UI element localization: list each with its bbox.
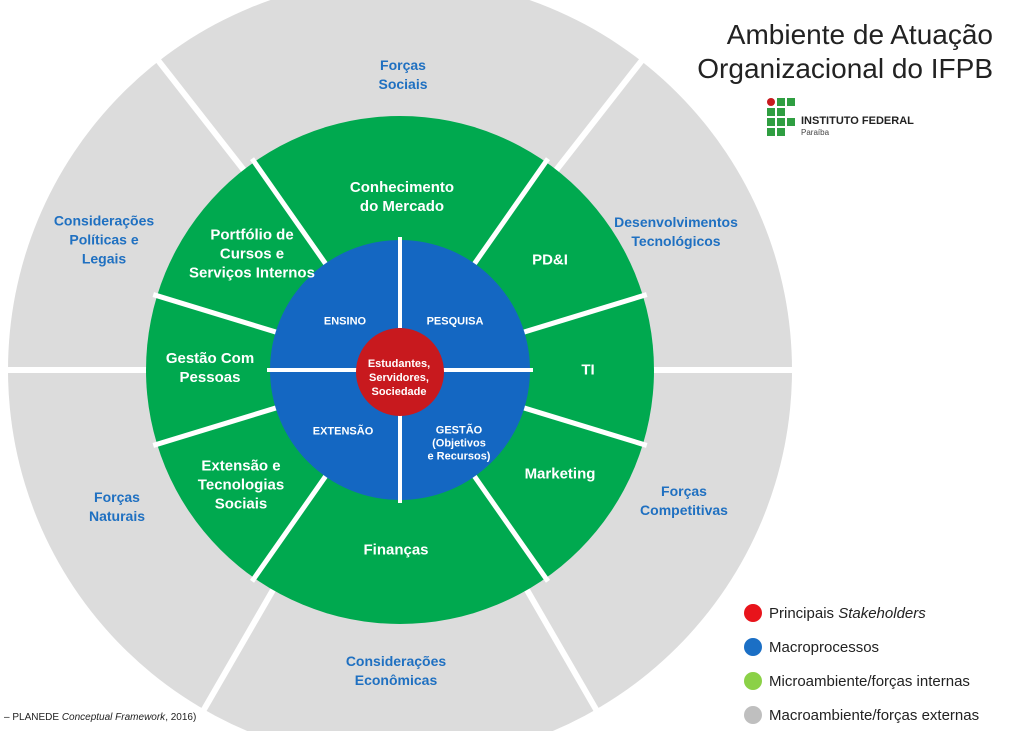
outer-divider bbox=[151, 52, 249, 175]
legend: Principais Stakeholders Macroprocessos M… bbox=[744, 601, 1014, 737]
citation: – PLANEDE Conceptual Framework, 2016) bbox=[4, 712, 196, 723]
center-label-line: Sociedade bbox=[371, 386, 426, 398]
logo-name: INSTITUTO FEDERAL bbox=[801, 115, 914, 127]
outer-divider bbox=[197, 585, 278, 718]
green-divider bbox=[249, 473, 329, 583]
green-segment-label-line: Cursos e bbox=[220, 246, 284, 263]
legend-item-microenvironment: Microambiente/forças internas bbox=[744, 669, 1014, 693]
outer-segment-label-line: Competitivas bbox=[640, 502, 728, 518]
legend-label-italic: Stakeholders bbox=[838, 604, 926, 622]
legend-item-macroenvironment: Macroambiente/forças externas bbox=[744, 703, 1014, 727]
citation-italic: Conceptual Framework bbox=[61, 712, 166, 723]
blue-dot-icon bbox=[744, 638, 762, 656]
green-segment-label-line: Marketing bbox=[525, 466, 596, 483]
green-segment-label-line: Serviços Internos bbox=[189, 265, 315, 282]
blue-segment-label-line: EXTENSÃO bbox=[313, 425, 374, 438]
blue-ring-dividers bbox=[267, 237, 533, 503]
green-segment-label-line: Conhecimento bbox=[350, 179, 454, 196]
green-segment-label: Conhecimento do Mercado bbox=[350, 179, 454, 215]
blue-segment-label-line: (Objetivos bbox=[432, 438, 486, 450]
green-divider bbox=[471, 157, 551, 267]
green-segment-label-line: Portfólio de bbox=[210, 227, 293, 244]
logo-subtitle: Paraíba bbox=[801, 128, 830, 137]
green-segment-label-line: PD&I bbox=[532, 252, 568, 269]
outer-segment-label-line: Forças bbox=[661, 483, 707, 499]
center-label-line: Estudantes, bbox=[368, 358, 430, 370]
blue-segment-label-line: ENSINO bbox=[324, 316, 367, 328]
green-segment-label: PD&I bbox=[532, 252, 568, 269]
blue-segment-label-line: GESTÃO bbox=[436, 424, 483, 437]
blue-segment-label: EXTENSÃO bbox=[313, 425, 374, 438]
green-segment-label-line: TI bbox=[581, 362, 594, 379]
outer-segment-label-line: Sociais bbox=[378, 76, 427, 92]
blue-segment-label-line: e Recursos) bbox=[428, 451, 491, 463]
green-divider bbox=[152, 292, 279, 335]
green-segment-label: Marketing bbox=[525, 466, 596, 483]
title-line-1: Ambiente de Atuação bbox=[726, 19, 993, 50]
citation-prefix: – PLANEDE bbox=[4, 712, 62, 723]
outer-segment-label-line: Considerações bbox=[346, 653, 447, 669]
green-segment-label-line: Extensão e bbox=[201, 458, 280, 475]
outer-segment-label-line: Forças bbox=[380, 57, 426, 73]
outer-segment-label-line: Tecnológicos bbox=[631, 233, 720, 249]
blue-segment-label-line: PESQUISA bbox=[427, 316, 484, 328]
center-label-line: Servidores, bbox=[369, 372, 429, 384]
green-segment-label-line: Finanças bbox=[363, 542, 428, 559]
legend-label: Microambiente/forças internas bbox=[769, 672, 970, 690]
green-divider bbox=[521, 405, 648, 448]
outer-ring-dividers bbox=[0, 52, 800, 718]
title-line-2: Organizacional do IFPB bbox=[697, 53, 993, 84]
legend-label: Macroprocessos bbox=[769, 638, 880, 656]
outer-segment-label-line: Econômicas bbox=[355, 672, 438, 688]
outer-segment-label-line: Legais bbox=[82, 251, 127, 267]
green-divider bbox=[152, 405, 279, 448]
center-stakeholders bbox=[356, 328, 444, 416]
green-segment-label-line: do Mercado bbox=[360, 198, 444, 215]
green-segment-label-line: Sociais bbox=[215, 496, 268, 513]
legend-item-stakeholders: Principais Stakeholders bbox=[744, 601, 1014, 625]
outer-divider bbox=[551, 52, 649, 175]
green-dot-icon bbox=[744, 672, 762, 690]
green-divider bbox=[249, 157, 329, 267]
green-divider bbox=[471, 473, 551, 583]
outer-segment-label-line: Naturais bbox=[89, 508, 145, 524]
legend-item-macroprocesses: Macroprocessos bbox=[744, 635, 1014, 659]
red-dot-icon bbox=[744, 604, 762, 622]
blue-segment-label: PESQUISA bbox=[427, 316, 484, 328]
legend-label: Macroambiente/forças externas bbox=[769, 706, 980, 724]
institute-logo: INSTITUTO FEDERAL Paraíba bbox=[767, 98, 937, 138]
green-segment-label: TI bbox=[581, 362, 594, 379]
green-segment-label-line: Pessoas bbox=[180, 369, 241, 386]
green-divider bbox=[521, 292, 648, 335]
legend-label: Principais bbox=[769, 604, 839, 622]
center-label: Estudantes, Servidores, Sociedade bbox=[368, 358, 430, 398]
page-title: Ambiente de Atuação Organizacional do IF… bbox=[633, 18, 993, 86]
blue-segment-label: ENSINO bbox=[324, 316, 367, 328]
outer-segment-label-line: Considerações bbox=[54, 213, 155, 229]
outer-segment-label-line: Políticas e bbox=[69, 232, 138, 248]
green-segment-label-line: Tecnologias bbox=[198, 477, 284, 494]
green-segment-label: Portfólio de Cursos e Serviços Internos bbox=[189, 227, 315, 282]
citation-suffix: , 2016) bbox=[165, 712, 197, 723]
logo-icon bbox=[767, 98, 799, 136]
outer-segment-label-line: Forças bbox=[94, 489, 140, 505]
green-segment-label-line: Gestão Com bbox=[166, 350, 254, 367]
gray-dot-icon bbox=[744, 706, 762, 724]
green-ring-dividers bbox=[152, 157, 648, 583]
outer-segment-label-line: Desenvolvimentos bbox=[614, 214, 738, 230]
green-segment-label: Finanças bbox=[363, 542, 428, 559]
outer-divider bbox=[522, 585, 603, 718]
